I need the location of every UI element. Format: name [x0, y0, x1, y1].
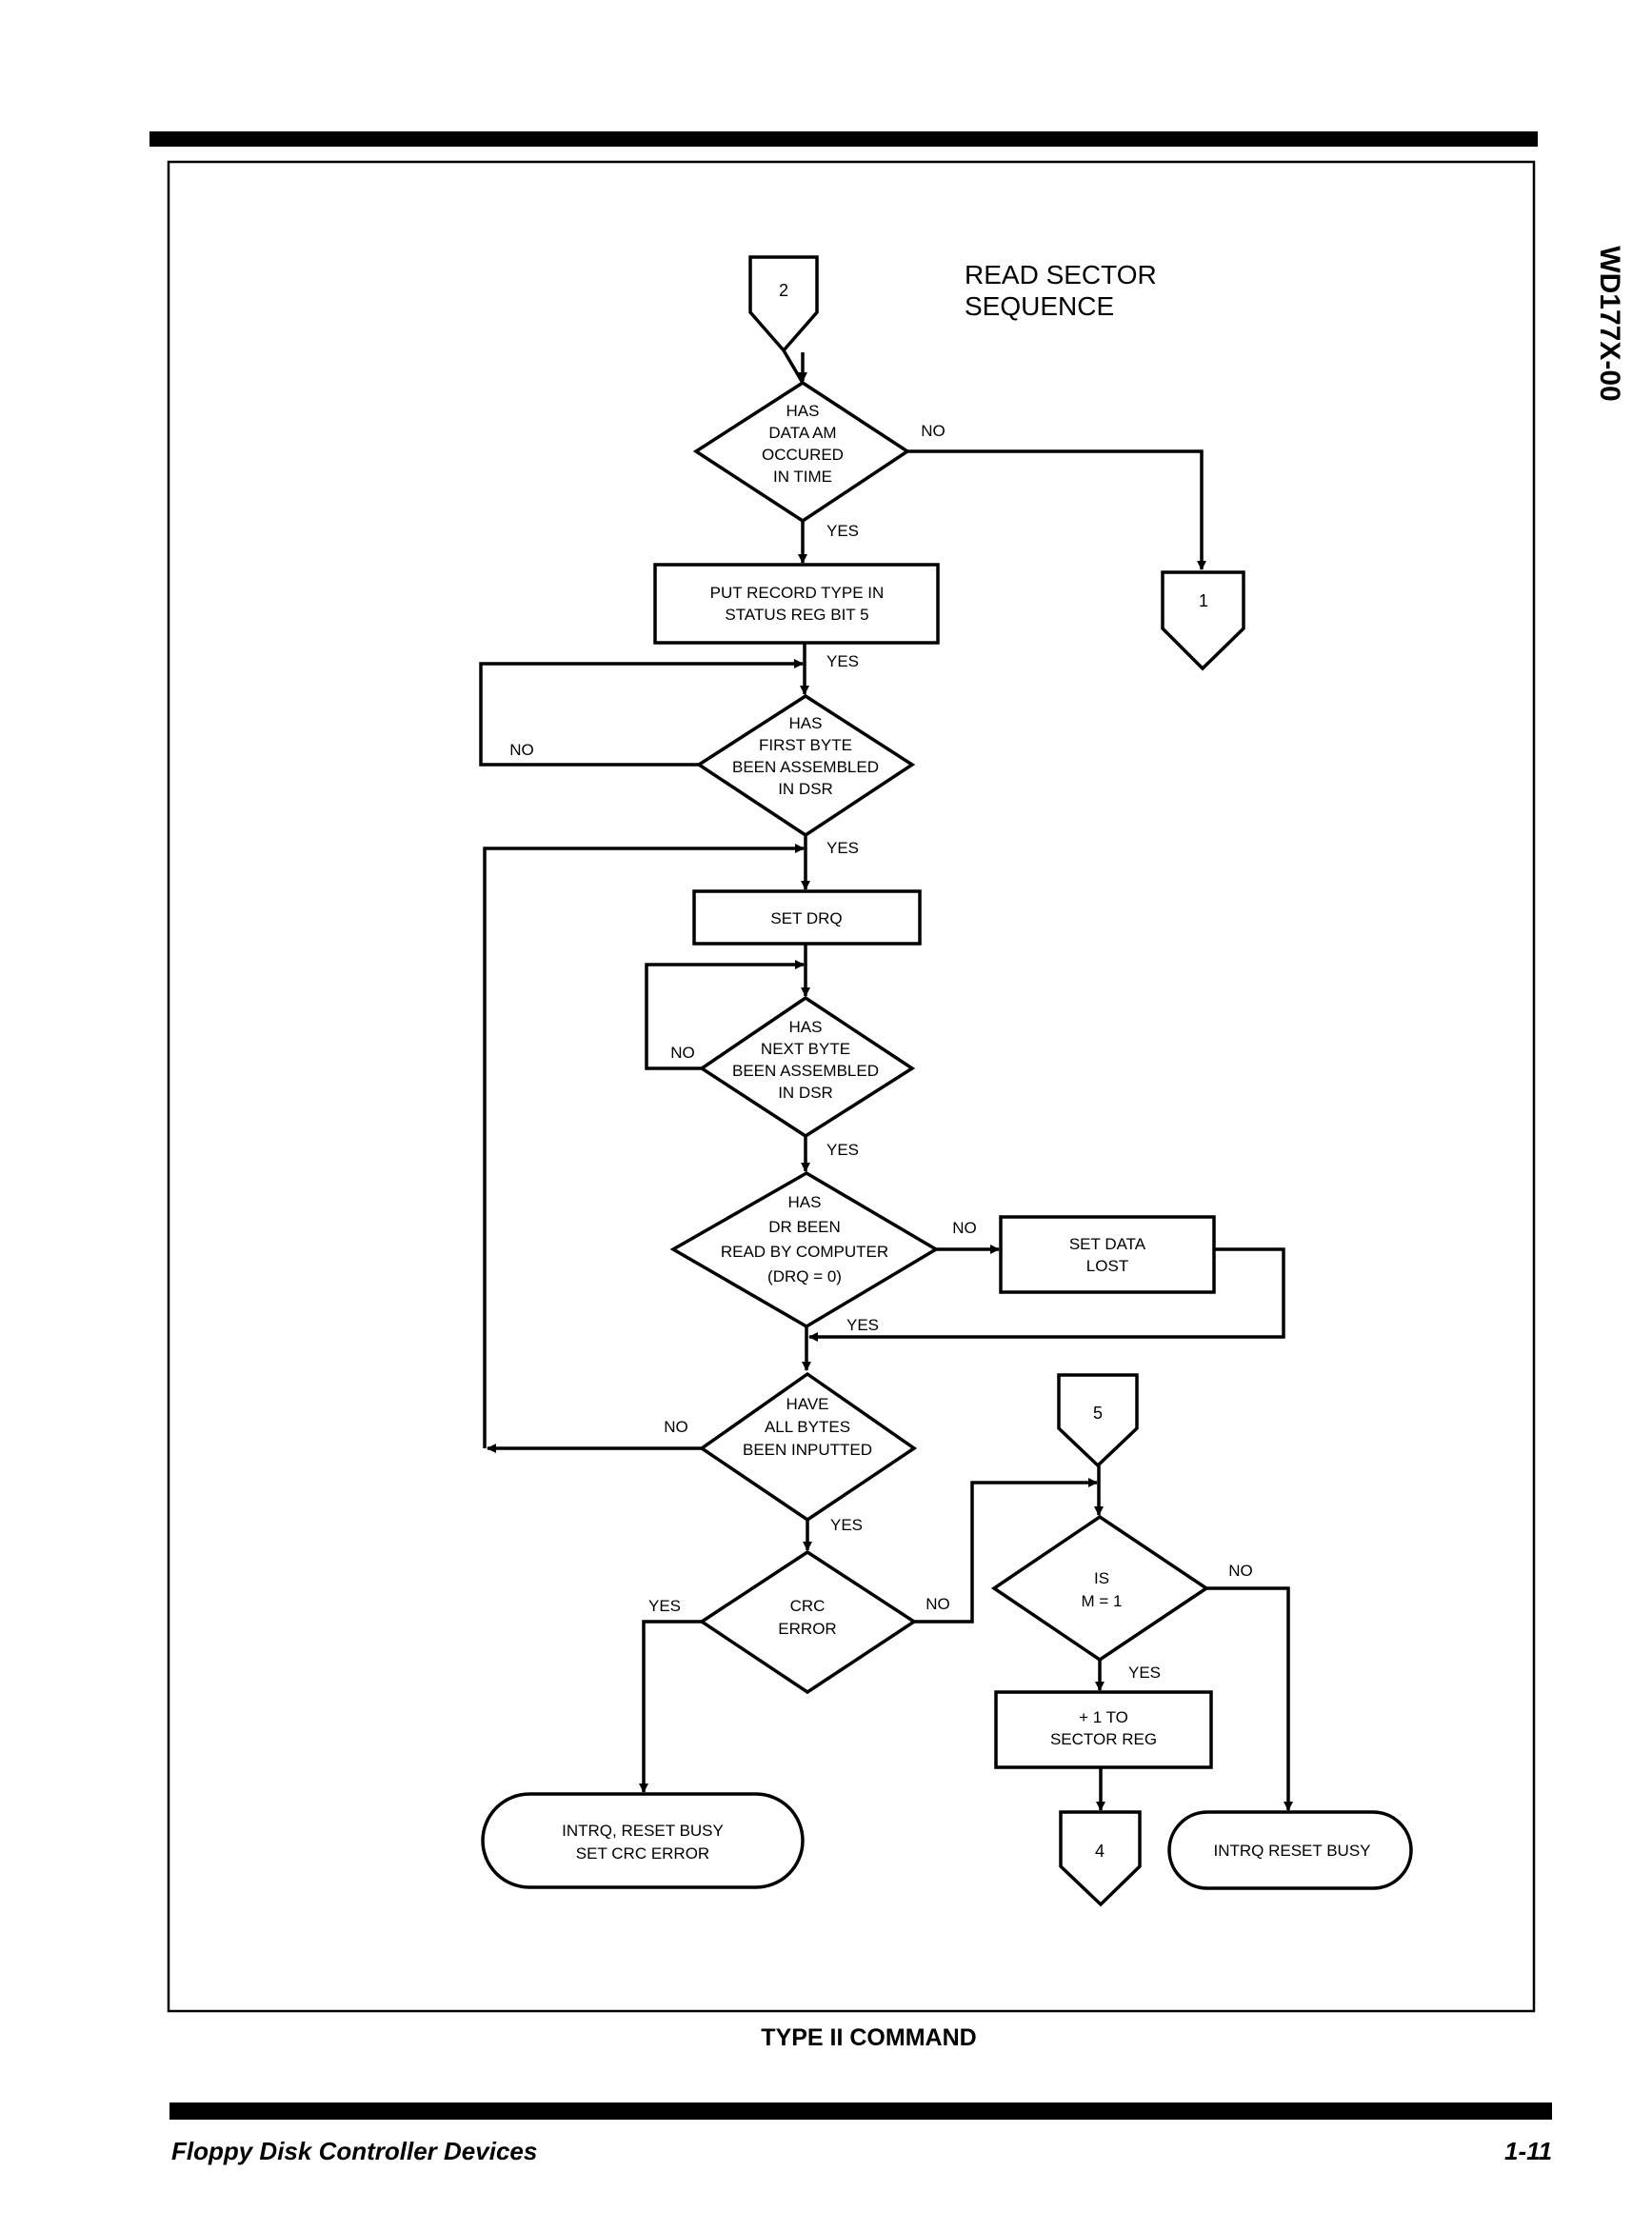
side-label: WD177X-00	[1581, 219, 1638, 428]
decision-text: HAVE	[786, 1395, 828, 1413]
connector-2	[748, 255, 819, 353]
label-no: NO	[1228, 1562, 1253, 1580]
terminal-text: INTRQ, RESET BUSY	[562, 1822, 724, 1840]
connector-5-label: 5	[1093, 1404, 1103, 1423]
terminal-reset-busy	[1167, 1810, 1413, 1890]
loop-first-byte	[479, 659, 804, 767]
bottom-rule	[169, 2102, 1552, 2120]
label-no: NO	[952, 1219, 977, 1237]
decision-m-equals-1	[990, 1514, 1210, 1663]
label-yes: YES	[826, 1141, 859, 1159]
label-yes: YES	[648, 1597, 681, 1615]
connector-4	[1059, 1810, 1142, 1907]
page-number: 1-11	[1504, 2137, 1553, 2165]
loop-all-bytes	[483, 844, 805, 1448]
return-data-lost	[808, 1247, 1285, 1342]
decision-text: BEEN ASSEMBLED	[732, 1062, 879, 1080]
process-text: SECTOR REG	[1050, 1730, 1157, 1748]
terminal-text: SET CRC ERROR	[576, 1844, 709, 1863]
process-data-lost	[999, 1215, 1216, 1294]
decision-text: HAS	[786, 402, 820, 420]
decision-text: IS	[1094, 1569, 1109, 1587]
decision-text: HAS	[789, 1018, 823, 1036]
flow-line	[782, 349, 805, 384]
decision-text: HAS	[788, 1193, 822, 1211]
decision-text: BEEN INPUTTED	[743, 1441, 872, 1459]
label-no: NO	[670, 1044, 695, 1062]
label-yes: YES	[826, 522, 859, 540]
decision-text: NEXT BYTE	[761, 1040, 850, 1058]
connector-4-label: 4	[1095, 1842, 1105, 1861]
connector-5	[1057, 1373, 1139, 1468]
decision-text: BEEN ASSEMBLED	[732, 758, 879, 776]
terminal-text: INTRQ RESET BUSY	[1214, 1842, 1371, 1860]
label-yes: YES	[826, 652, 859, 670]
flow-line-no	[1206, 1586, 1293, 1811]
decision-text: IN DSR	[778, 1084, 833, 1102]
flow-line-no	[914, 1478, 1098, 1624]
connector-1	[1161, 570, 1245, 671]
decision-text: HAS	[789, 714, 823, 732]
top-rule	[149, 131, 1538, 147]
decision-text: DATA AM	[768, 424, 836, 442]
decision-text: READ BY COMPUTER	[721, 1243, 888, 1261]
label-yes: YES	[1128, 1664, 1161, 1682]
terminal-crc-error	[481, 1792, 805, 1889]
process-sector-reg	[994, 1690, 1213, 1769]
figure-caption: TYPE II COMMAND	[761, 2024, 977, 2051]
label-no: NO	[921, 422, 945, 440]
flow-line-yes	[639, 1620, 702, 1793]
title-line-2: SEQUENCE	[965, 291, 1114, 321]
decision-text: DR BEEN	[768, 1218, 841, 1236]
decision-text: (DRQ = 0)	[767, 1267, 842, 1285]
decision-text: OCCURED	[762, 446, 844, 464]
decision-text: IN TIME	[773, 468, 832, 486]
process-text: SET DRQ	[770, 909, 842, 927]
process-record-type	[653, 563, 940, 645]
label-no: NO	[926, 1595, 950, 1613]
label-yes: YES	[846, 1316, 879, 1334]
flow-line-no	[907, 449, 1206, 570]
label-yes: YES	[826, 839, 859, 857]
connector-2-label: 2	[779, 281, 788, 300]
process-text: LOST	[1086, 1257, 1128, 1275]
decision-crc	[698, 1549, 918, 1695]
diagram-frame	[167, 160, 1536, 2013]
connector-1-label: 1	[1199, 591, 1208, 610]
loop-next-byte	[645, 960, 805, 1070]
process-text: SET DATA	[1069, 1235, 1146, 1253]
side-label-text: WD177X-00	[1594, 246, 1625, 402]
decision-text: ERROR	[778, 1620, 836, 1638]
decision-text: IN DSR	[778, 780, 833, 798]
decision-text: ALL BYTES	[765, 1418, 850, 1436]
label-no: NO	[664, 1418, 688, 1436]
label-yes: YES	[830, 1516, 863, 1534]
process-text: STATUS REG BIT 5	[725, 606, 868, 624]
process-text: + 1 TO	[1079, 1708, 1128, 1726]
decision-text: CRC	[790, 1597, 826, 1615]
process-text: PUT RECORD TYPE IN	[710, 584, 885, 602]
decision-text: M = 1	[1082, 1592, 1123, 1610]
title-line-1: READ SECTOR	[965, 260, 1157, 289]
footer-title: Floppy Disk Controller Devices	[171, 2137, 538, 2165]
decision-text: FIRST BYTE	[759, 736, 852, 754]
label-no: NO	[509, 741, 534, 759]
